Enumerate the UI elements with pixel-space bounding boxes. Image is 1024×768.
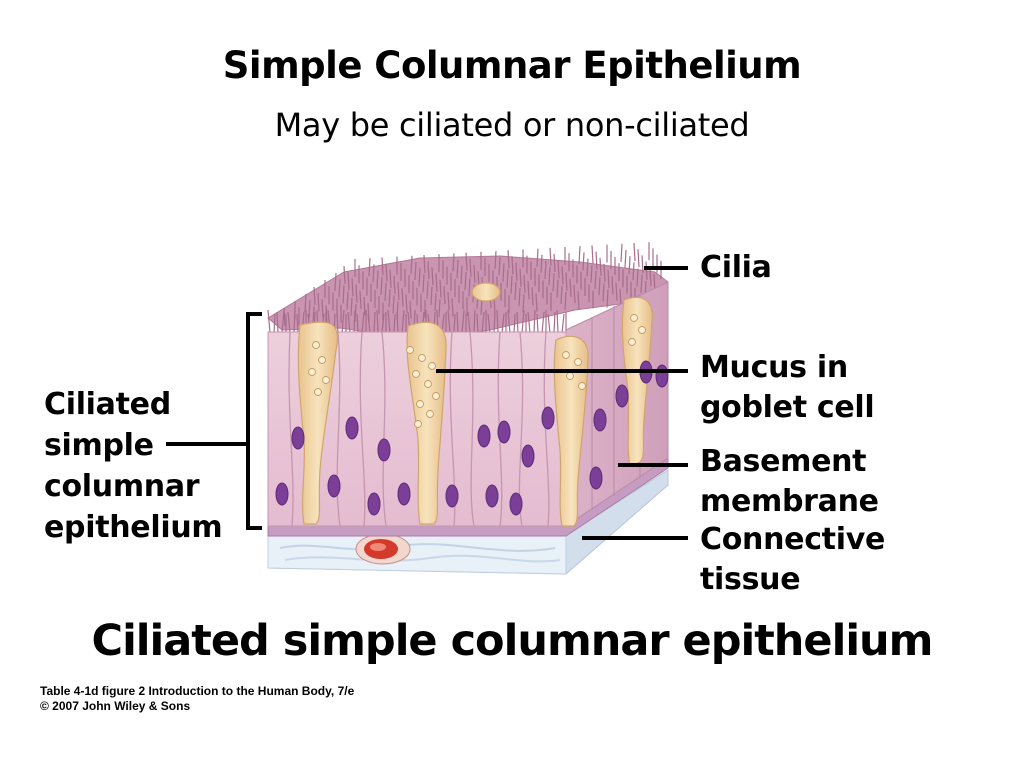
label-mucus-line2: goblet cell	[700, 390, 875, 425]
left-bracket	[246, 312, 262, 530]
left-label-line1: Ciliated	[44, 387, 171, 422]
blood-vessel	[355, 533, 411, 565]
left-label-line3: columnar	[44, 469, 200, 504]
left-label-line4: epithelium	[44, 510, 223, 545]
label-basement: Basement membrane	[700, 442, 879, 522]
label-connective-line1: Connective	[700, 522, 885, 557]
slide-subtitle: May be ciliated or non-ciliated	[274, 106, 750, 144]
mucus-granules	[308, 314, 646, 428]
figure-credit: Table 4-1d figure 2 Introduction to the …	[40, 684, 354, 714]
label-basement-line1: Basement	[700, 444, 867, 479]
left-label-line2: simple	[44, 428, 154, 463]
label-mucus: Mucus in goblet cell	[700, 348, 875, 428]
credit-line2: © 2007 John Wiley & Sons	[40, 699, 191, 713]
nuclei	[275, 360, 669, 516]
slide-title: Simple Columnar Epithelium	[222, 44, 802, 87]
figure-caption: Ciliated simple columnar epithelium	[91, 616, 934, 666]
label-mucus-line1: Mucus in	[700, 350, 848, 385]
label-connective: Connective tissue	[700, 520, 885, 600]
label-basement-line2: membrane	[700, 484, 879, 519]
label-ciliated-simple-columnar: Ciliated simple columnar epithelium	[44, 384, 223, 548]
credit-line1: Table 4-1d figure 2 Introduction to the …	[40, 684, 355, 698]
label-connective-line2: tissue	[700, 562, 801, 597]
label-cilia: Cilia	[700, 250, 772, 285]
